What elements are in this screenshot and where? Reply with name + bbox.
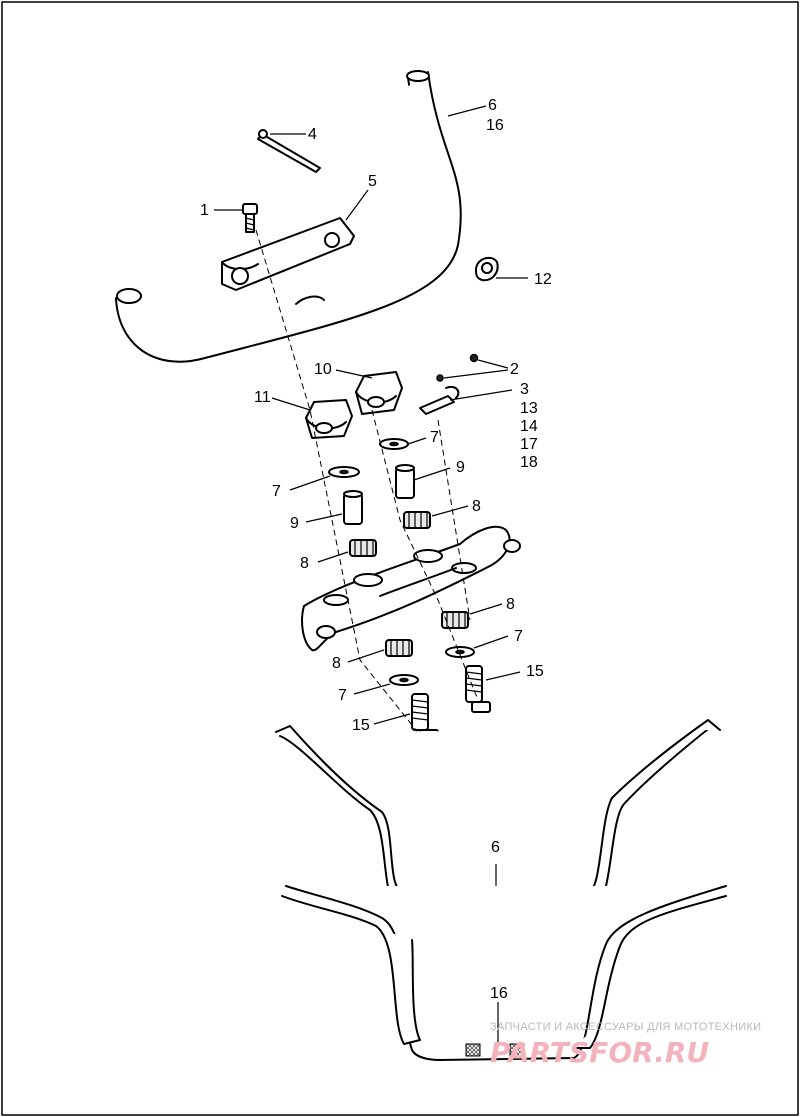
callout-11: 11 (254, 389, 271, 406)
part-9-spacers (343, 464, 415, 525)
callout-17: 17 (520, 436, 538, 453)
callout-18: 18 (520, 454, 538, 471)
callout-9-a: 9 (456, 459, 465, 476)
callout-16-top: 16 (486, 117, 504, 134)
watermark-tagline: ЗАПЧАСТИ И АКСЕССУАРЫ ДЛЯ МОТОТЕХНИКИ (490, 1021, 761, 1033)
callout-16-bottom: 16 (490, 985, 508, 1002)
callout-15-a: 15 (526, 663, 544, 680)
callout-1: 1 (200, 202, 209, 219)
part-2-screws (436, 353, 479, 382)
handlebar-6 (275, 719, 721, 909)
part-1-screw (242, 203, 258, 233)
handlebar-drag-bar (115, 70, 462, 363)
callout-7-b: 7 (272, 483, 281, 500)
part-11-riser (305, 399, 353, 439)
callout-8-c: 8 (506, 596, 515, 613)
callout-10: 10 (314, 361, 332, 378)
callout-7-a: 7 (430, 429, 439, 446)
callout-4: 4 (308, 126, 317, 143)
part-5-riser-top-clamp (221, 217, 355, 291)
callout-leaders (214, 105, 528, 725)
part-3-bracket (419, 386, 460, 415)
fork-upper-bracket (301, 525, 521, 652)
callout-2: 2 (510, 361, 519, 378)
callout-13: 13 (520, 400, 538, 417)
part-10-riser (355, 371, 403, 415)
callout-12: 12 (534, 271, 552, 288)
callout-15-b: 15 (352, 717, 370, 734)
part-8-bushings (349, 511, 469, 657)
assembly-centerlines (255, 229, 479, 741)
part-4-pin (257, 129, 321, 173)
callout-8-b: 8 (300, 555, 309, 572)
callout-6-top: 6 (488, 97, 497, 114)
part-12-clip (475, 256, 499, 282)
callout-6-bottom: 6 (491, 839, 500, 856)
callout-9-b: 9 (290, 515, 299, 532)
callout-5: 5 (368, 173, 377, 190)
callout-8-a: 8 (472, 498, 481, 515)
part-7-washers (328, 438, 475, 686)
callout-7-c: 7 (514, 628, 523, 645)
callout-3: 3 (520, 381, 529, 398)
callout-labels: 6 16 4 5 1 12 2 10 3 11 13 14 7 17 9 18 … (200, 97, 552, 1002)
handlebar-16 (281, 885, 727, 1061)
watermark-logo: PARTSFOR.RU (490, 1036, 709, 1069)
watermark: ЗАПЧАСТИ И АКСЕССУАРЫ ДЛЯ МОТОТЕХНИКИ PA… (490, 1021, 761, 1069)
callout-7-d: 7 (338, 687, 347, 704)
part-15-bolts (411, 665, 491, 741)
callout-14: 14 (520, 418, 538, 435)
callout-8-d: 8 (332, 655, 341, 672)
